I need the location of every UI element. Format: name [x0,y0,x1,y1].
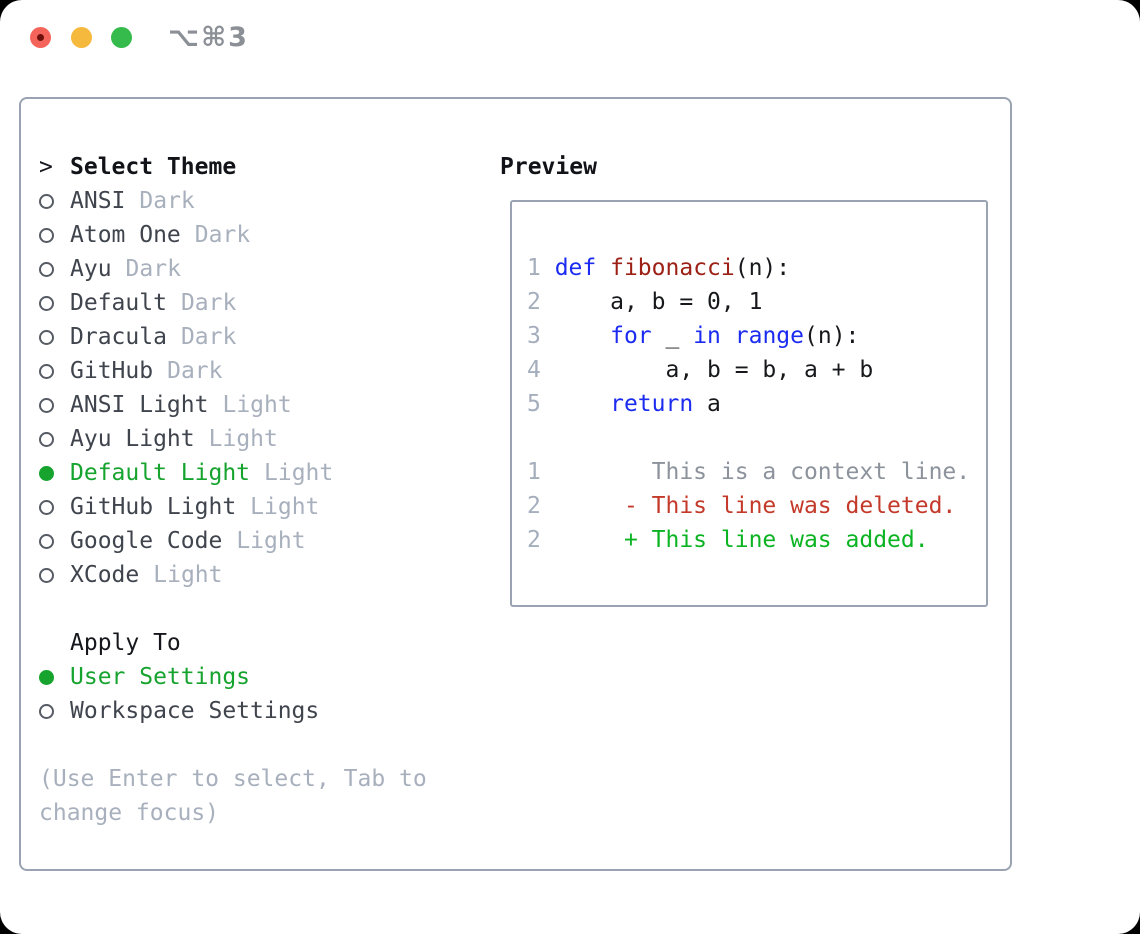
apply-option-label: Workspace Settings [70,698,320,724]
radio-icon [39,499,54,515]
theme-variant: Dark [139,188,195,214]
theme-option[interactable]: Default Light Light [39,456,486,490]
radio-icon [39,295,54,311]
preview-title: Preview [500,154,597,180]
theme-name: GitHub [70,358,154,384]
theme-option[interactable]: Atom One Dark [39,218,486,252]
theme-name: Dracula [70,324,167,350]
theme-variant: Light [208,426,278,452]
theme-option[interactable]: Default Dark [39,286,486,320]
theme-name: XCode [70,562,140,588]
theme-option[interactable]: GitHub Dark [39,354,486,388]
theme-option[interactable]: ANSI Light Light [39,388,486,422]
radio-marker [39,363,70,379]
radio-marker [39,567,70,583]
radio-marker [39,499,70,515]
close-dot-icon [37,34,44,41]
select-theme-title: Select Theme [70,154,237,180]
radio-icon [39,567,54,583]
theme-name: GitHub Light [70,494,237,520]
radio-marker [39,669,70,685]
radio-icon [39,533,54,549]
apply-to-option[interactable]: User Settings [39,660,486,694]
radio-icon [39,397,54,413]
radio-icon [39,227,54,243]
preview-section: Preview 1 def fibonacci(n): 2 a, b = 0, … [500,150,996,607]
radio-icon [39,703,54,719]
radio-marker [39,227,70,243]
preview-code: 1 def fibonacci(n): 2 a, b = 0, 1 3 for … [527,255,971,553]
theme-variant: Dark [125,256,181,282]
select-theme-header: > Select Theme [39,150,486,184]
radio-marker [39,431,70,447]
theme-name: Atom One [70,222,181,248]
help-text: (Use Enter to select, Tab to change focu… [39,766,427,826]
apply-to-title: Apply To [70,630,181,656]
theme-option[interactable]: GitHub Light Light [39,490,486,524]
theme-variant: Light [250,494,320,520]
radio-marker [39,397,70,413]
theme-name: ANSI [70,188,126,214]
theme-variant: Dark [180,290,237,316]
minimize-button[interactable] [71,27,92,48]
apply-to-header: Apply To [39,626,486,660]
radio-icon [39,261,54,277]
theme-variant: Dark [180,324,237,350]
theme-variant: Dark [194,222,251,248]
theme-option[interactable]: Ayu Light Light [39,422,486,456]
theme-dialog: > Select Theme ANSI Dark Atom One Dark A… [19,97,1012,871]
theme-option[interactable]: XCode Light [39,558,486,592]
spacer [39,592,486,626]
radio-icon [39,431,54,447]
radio-icon [39,669,54,685]
radio-icon [39,329,54,345]
theme-option[interactable]: Google Code Light [39,524,486,558]
radio-marker [39,295,70,311]
maximize-button[interactable] [111,27,132,48]
window-title: ⌥⌘3 [168,22,249,53]
radio-marker [39,533,70,549]
theme-name: Google Code [70,528,223,554]
theme-name: Default [70,290,167,316]
theme-variant: Dark [167,358,223,384]
theme-name: ANSI Light [70,392,209,418]
theme-option[interactable]: Dracula Dark [39,320,486,354]
radio-icon [39,193,54,209]
radio-marker [39,329,70,345]
theme-variant: Light [153,562,223,588]
radio-marker [39,261,70,277]
theme-name: Default Light [70,460,251,486]
preview-box: 1 def fibonacci(n): 2 a, b = 0, 1 3 for … [510,200,988,607]
theme-variant: Light [222,392,292,418]
apply-to-option[interactable]: Workspace Settings [39,694,486,728]
radio-marker [39,703,70,719]
apply-option-label: User Settings [70,664,251,690]
theme-variant: Light [264,460,334,486]
radio-marker [39,465,70,481]
theme-variant: Light [236,528,306,554]
theme-list: ANSI Dark Atom One Dark Ayu Dark Default… [39,184,486,592]
theme-option[interactable]: ANSI Dark [39,184,486,218]
spacer [39,728,486,762]
close-button[interactable] [30,27,51,48]
radio-marker [39,193,70,209]
titlebar: ⌥⌘3 [0,0,1140,76]
theme-name: Ayu [70,256,112,282]
theme-option[interactable]: Ayu Dark [39,252,486,286]
radio-icon [39,465,54,481]
radio-icon [39,363,54,379]
focus-marker-icon: > [39,154,53,180]
theme-name: Ayu Light [70,426,195,452]
apply-to-list: User Settings Workspace Settings [39,660,486,728]
theme-list-section: > Select Theme ANSI Dark Atom One Dark A… [39,150,486,830]
